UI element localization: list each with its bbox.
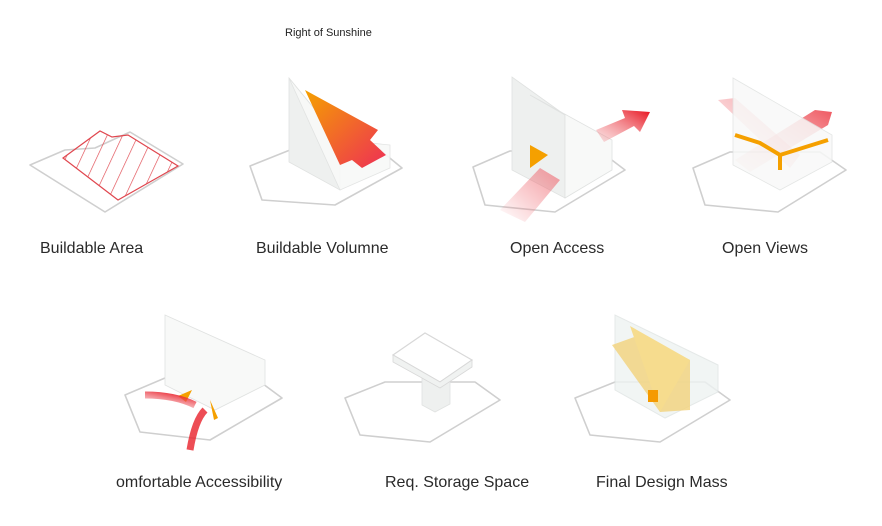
panel-open-views: Open Views	[692, 77, 847, 257]
entry-markers	[178, 390, 218, 420]
label-open-views: Open Views	[722, 240, 808, 257]
panel-buildable-volume: Buildable Volumne	[249, 76, 403, 257]
access-arrow	[596, 110, 650, 142]
label-final-design-mass: Final Design Mass	[596, 474, 728, 491]
sun-arrow	[305, 90, 386, 168]
title-right-of-sunshine: Right of Sunshine	[285, 27, 372, 39]
parcel-outline	[344, 381, 501, 443]
entrance-marker	[530, 145, 548, 168]
label-comfortable-accessibility: omfortable Accessibility	[116, 474, 282, 491]
design-mass-slope	[630, 326, 690, 412]
core-marker	[648, 390, 658, 402]
panel-final-design-mass: Final Design Mass	[574, 314, 731, 491]
buildable-area-hatch	[61, 130, 180, 201]
storage-roof-edge	[392, 354, 473, 389]
access-curve-1	[144, 391, 197, 409]
label-storage-space: Req. Storage Space	[385, 474, 529, 491]
access-curve-2	[186, 407, 208, 451]
label-buildable-volume: Buildable Volumne	[256, 240, 389, 257]
panel-open-access: Open Access	[472, 76, 650, 257]
panel-storage-space: Req. Storage Space	[344, 332, 529, 491]
panel-buildable-area: Buildable Area	[29, 130, 184, 257]
label-open-access: Open Access	[510, 240, 604, 257]
volume	[732, 77, 833, 191]
volume	[164, 314, 266, 411]
access-path	[500, 168, 560, 222]
panel-comfortable-accessibility: omfortable Accessibility	[116, 314, 283, 491]
view-frame	[734, 133, 829, 170]
label-buildable-area: Buildable Area	[40, 240, 143, 257]
